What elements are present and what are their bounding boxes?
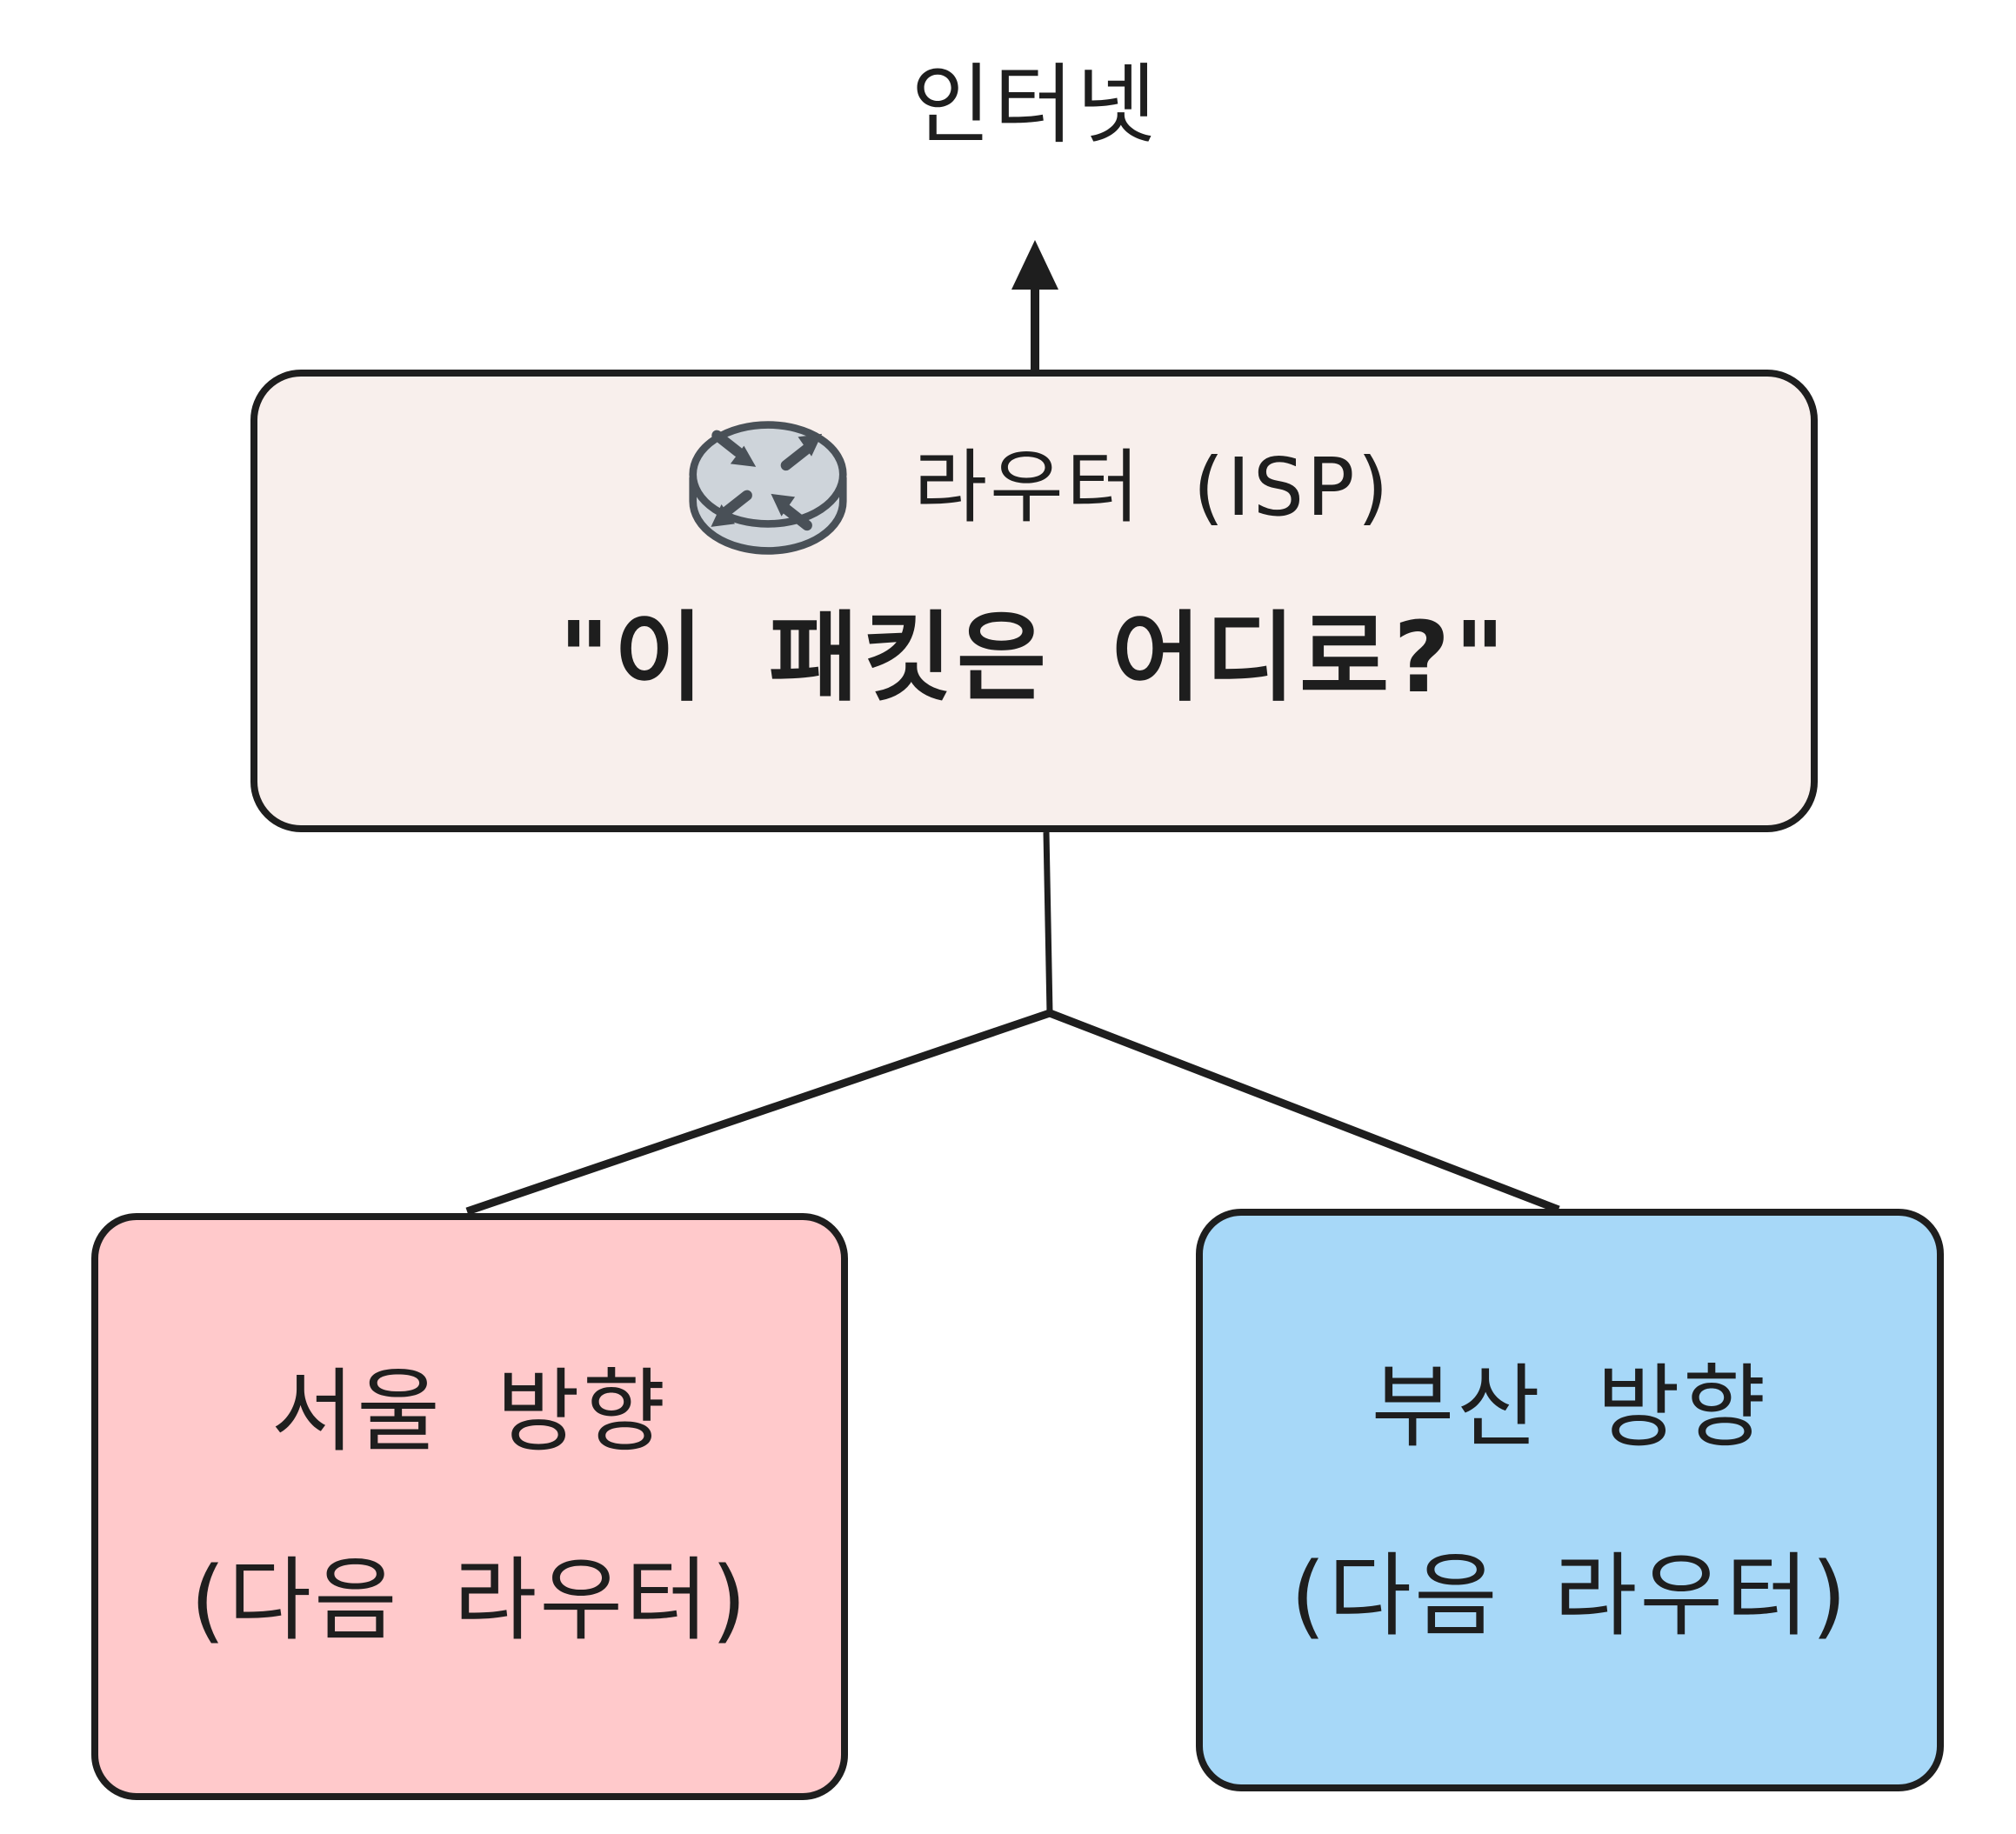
connector-right-branch: [1048, 1009, 1560, 1214]
busan-direction-label: 부산 방향: [1371, 1354, 1769, 1460]
seoul-direction-box: 서울 방향 (다음 라우터): [91, 1213, 848, 1800]
connector-trunk: [1043, 831, 1053, 1014]
router-title-row: 라우터 (ISP): [257, 411, 1811, 564]
router-icon: [688, 421, 847, 555]
connector-left-branch: [465, 1009, 1051, 1216]
seoul-direction-label: 서울 방향: [270, 1358, 669, 1464]
router-isp-label: 라우터 (ISP): [913, 441, 1392, 534]
router-isp-box: 라우터 (ISP) "이 패킷은 어디로?": [250, 370, 1818, 832]
seoul-next-router-label: (다음 라우터): [190, 1547, 750, 1653]
busan-direction-box: 부산 방향 (다음 라우터): [1196, 1209, 1944, 1791]
arrow-up-icon: [1011, 240, 1058, 379]
internet-label: 인터넷: [911, 54, 1159, 156]
busan-next-router-label: (다음 라우터): [1290, 1543, 1850, 1649]
router-question-text: "이 패킷은 어디로?": [558, 602, 1510, 715]
